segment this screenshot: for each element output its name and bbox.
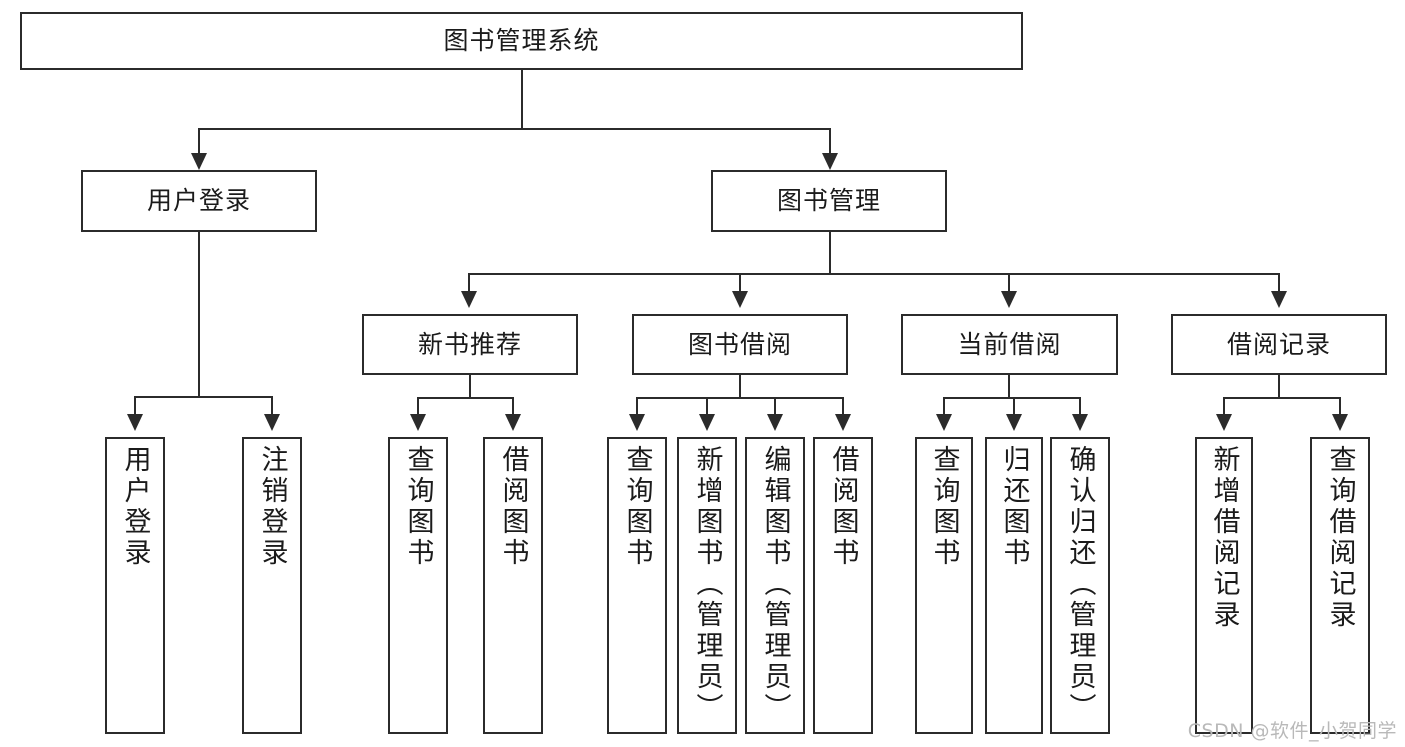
node-label: 借阅记录 [1226, 329, 1331, 359]
connector-root-stem [521, 70, 523, 129]
connector-borrowrecord-drop-2 [1339, 397, 1341, 417]
arrowhead-leaf-add-book [699, 414, 715, 431]
arrowhead-leaf-borrow-book-1 [505, 414, 521, 431]
arrowhead-new-book-rec [461, 291, 477, 308]
node-label: 图书借阅 [687, 329, 792, 359]
node-borrow-record[interactable]: 借阅记录 [1171, 314, 1387, 375]
leaf-add-borrow-record[interactable]: 新增借阅记录 [1195, 437, 1253, 734]
node-label: 借阅图书 [827, 445, 859, 569]
arrowhead-leaf-add-record [1216, 414, 1232, 431]
connector-bookborrow-drop-3 [774, 397, 776, 417]
leaf-edit-book-admin[interactable]: 编辑图书（管理员） [745, 437, 805, 734]
connector-bookmanage-bus [468, 273, 1279, 275]
leaf-user-login[interactable]: 用户登录 [105, 437, 165, 734]
connector-root-drop-2 [829, 128, 831, 156]
leaf-borrow-book[interactable]: 借阅图书 [813, 437, 873, 734]
connector-bookborrow-drop-1 [636, 397, 638, 417]
connector-userlogin-bus [134, 396, 272, 398]
node-label: 新书推荐 [417, 329, 522, 359]
arrowhead-user-login [191, 153, 207, 170]
arrowhead-book-manage [822, 153, 838, 170]
arrowhead-leaf-query-record [1332, 414, 1348, 431]
leaf-return-book[interactable]: 归还图书 [985, 437, 1043, 734]
node-label: 当前借阅 [957, 329, 1062, 359]
connector-root-bus [198, 128, 831, 130]
node-label: 归还图书 [998, 445, 1030, 569]
arrowhead-current-borrow [1001, 291, 1017, 308]
node-label: 用户登录 [146, 186, 251, 216]
connector-bookmanage-drop-1 [468, 273, 470, 293]
node-label: 查询借阅记录 [1324, 445, 1356, 631]
arrowhead-leaf-user-login [127, 414, 143, 431]
leaf-query-book-newrec[interactable]: 查询图书 [388, 437, 448, 734]
leaf-logout[interactable]: 注销登录 [242, 437, 302, 734]
connector-currentborrow-bus [943, 397, 1080, 399]
connector-currentborrow-stem [1008, 375, 1010, 398]
leaf-query-book-current[interactable]: 查询图书 [915, 437, 973, 734]
node-label: 用户登录 [119, 445, 151, 569]
connector-bookborrow-stem [739, 375, 741, 398]
connector-currentborrow-drop-2 [1013, 397, 1015, 417]
connector-bookmanage-drop-4 [1278, 273, 1280, 293]
connector-borrowrecord-stem [1278, 375, 1280, 398]
connector-newbook-drop-2 [512, 397, 514, 417]
node-label: 新增图书（管理员） [691, 445, 723, 724]
node-label: 新增借阅记录 [1208, 445, 1240, 631]
arrowhead-borrow-record [1271, 291, 1287, 308]
leaf-query-borrow-record[interactable]: 查询借阅记录 [1310, 437, 1370, 734]
node-label: 图书管理系统 [443, 26, 600, 56]
connector-newbook-bus [417, 397, 513, 399]
node-book-borrow[interactable]: 图书借阅 [632, 314, 848, 375]
connector-bookmanage-drop-2 [739, 273, 741, 293]
connector-userlogin-drop-1 [134, 396, 136, 417]
connector-currentborrow-drop-1 [943, 397, 945, 417]
arrowhead-leaf-query-book-1 [410, 414, 426, 431]
node-label: 查询图书 [621, 445, 653, 569]
connector-userlogin-stem [198, 232, 200, 397]
leaf-confirm-return-admin[interactable]: 确认归还（管理员） [1050, 437, 1110, 734]
arrowhead-leaf-confirm-return [1072, 414, 1088, 431]
connector-bookborrow-drop-4 [842, 397, 844, 417]
node-label: 确认归还（管理员） [1064, 445, 1096, 724]
node-user-login[interactable]: 用户登录 [81, 170, 317, 232]
node-label: 借阅图书 [497, 445, 529, 569]
connector-newbook-stem [469, 375, 471, 398]
leaf-query-book-borrow[interactable]: 查询图书 [607, 437, 667, 734]
arrowhead-leaf-query-book-2 [629, 414, 645, 431]
leaf-borrow-book-newrec[interactable]: 借阅图书 [483, 437, 543, 734]
arrowhead-leaf-return-book [1006, 414, 1022, 431]
node-new-book-recommend[interactable]: 新书推荐 [362, 314, 578, 375]
arrowhead-book-borrow [732, 291, 748, 308]
connector-bookborrow-bus [636, 397, 843, 399]
leaf-add-book-admin[interactable]: 新增图书（管理员） [677, 437, 737, 734]
node-book-management[interactable]: 图书管理 [711, 170, 947, 232]
connector-borrowrecord-drop-1 [1223, 397, 1225, 417]
connector-currentborrow-drop-3 [1079, 397, 1081, 417]
node-label: 编辑图书（管理员） [759, 445, 791, 724]
arrowhead-leaf-query-book-3 [936, 414, 952, 431]
node-label: 图书管理 [776, 186, 881, 216]
connector-userlogin-drop-2 [271, 396, 273, 417]
node-label: 查询图书 [928, 445, 960, 569]
node-root-system[interactable]: 图书管理系统 [20, 12, 1023, 70]
arrowhead-leaf-edit-book [767, 414, 783, 431]
node-current-borrow[interactable]: 当前借阅 [901, 314, 1118, 375]
arrowhead-leaf-borrow-book-2 [835, 414, 851, 431]
connector-bookmanage-drop-3 [1008, 273, 1010, 293]
connector-newbook-drop-1 [417, 397, 419, 417]
connector-bookborrow-drop-2 [706, 397, 708, 417]
connector-root-drop-1 [198, 128, 200, 156]
arrowhead-leaf-logout [264, 414, 280, 431]
node-label: 查询图书 [402, 445, 434, 569]
node-label: 注销登录 [256, 445, 288, 569]
connector-bookmanage-stem [829, 232, 831, 274]
connector-borrowrecord-bus [1223, 397, 1340, 399]
